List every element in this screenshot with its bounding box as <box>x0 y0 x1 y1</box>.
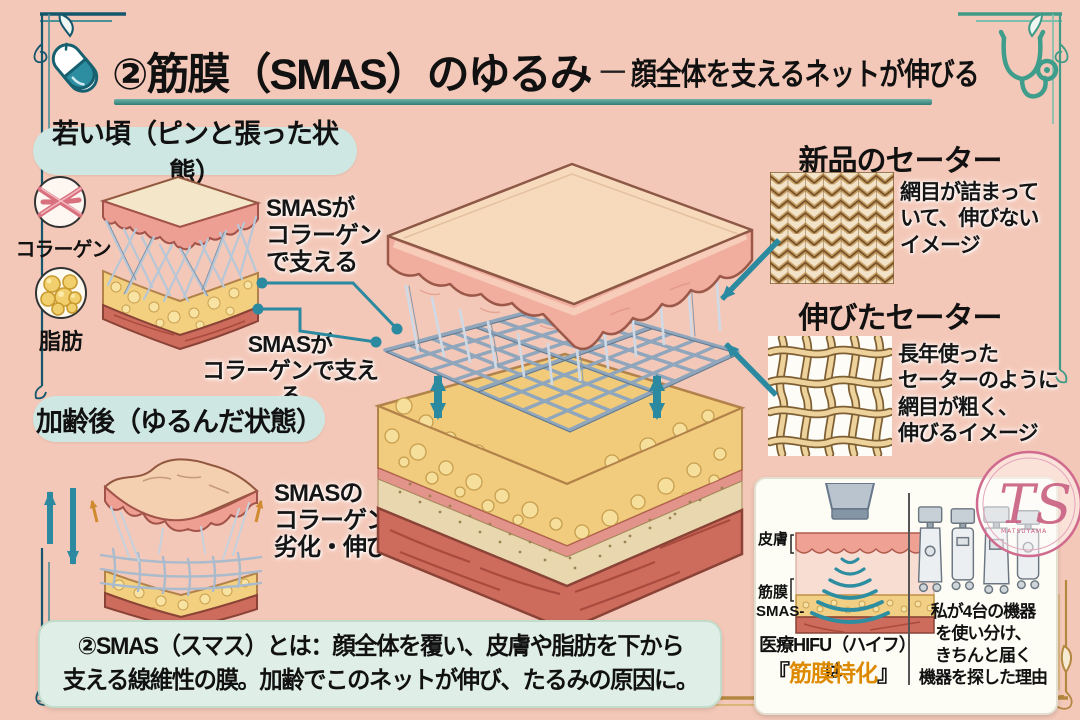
hifu-caption-line1: 医療HIFU（ハイフ）は <box>759 635 908 681</box>
hifu-label-fascia: 筋膜 <box>758 584 789 601</box>
corner-flourish-top-right <box>958 12 1069 384</box>
legend-fat-label: 脂肪 <box>38 329 83 354</box>
section-title-young: 若い頃（ピンと張った状態） <box>33 119 357 188</box>
clinic-logo: TS MATSUYAMA <box>975 450 1080 558</box>
sweater-new-desc: 網目が詰まって いて、伸びない イメージ <box>900 181 1039 257</box>
hifu-highlight: 筋膜特化 <box>789 660 878 686</box>
hifu-right-text: 私が4台の機器 を使い分け、 きちんと届く 機器を探した理由 <box>919 602 1048 688</box>
logo-name: MATSUYAMA <box>1001 528 1047 535</box>
pill-icon <box>51 42 99 93</box>
summary-note-text: ②SMAS（スマス）とは：顔全体を覆い、皮膚や脂肪を下から 支える線維性の膜。加… <box>62 633 698 694</box>
logo-initials: TS <box>999 473 1072 536</box>
aged-skin-block-illustration <box>99 458 263 629</box>
sweater-stretched-desc: 長年使った セーターのように 網目が粗く、 伸びるイメージ <box>898 343 1059 446</box>
young-skin-block-illustration <box>99 175 262 351</box>
hifu-caption-line2: 『筋膜特化』 <box>758 654 908 688</box>
title-underline <box>114 99 932 105</box>
title-dash: ─ <box>600 51 625 90</box>
legend-collagen-label: コラーゲン <box>15 239 112 261</box>
card-divider <box>908 493 910 685</box>
callout-smas-supports-top: SMASが コラーゲン で支える <box>266 195 382 276</box>
sweater-stretched-title: 伸びたセーター <box>798 302 1003 335</box>
collagen-icon <box>34 176 86 228</box>
quote-close: 』 <box>877 660 900 686</box>
central-skin-block-illustration <box>374 162 754 632</box>
page-title: ②筋膜（SMAS）のゆるみ ─ 顔全体を支えるネットが伸びる <box>112 40 1050 102</box>
hifu-device-illustration <box>790 483 935 634</box>
section-title-aged: 加齢後（ゆるんだ状態） <box>33 396 325 442</box>
stethoscope-icon <box>998 29 1059 99</box>
sweater-new-knit-image <box>770 172 894 284</box>
quote-open: 『 <box>767 660 790 686</box>
hifu-label-skin: 皮膚 <box>758 531 789 548</box>
summary-note-box: ②SMAS（スマス）とは：顔全体を覆い、皮膚や脂肪を下から 支える線維性の膜。加… <box>38 620 722 708</box>
title-main: ②筋膜（SMAS）のゆるみ <box>112 51 593 99</box>
title-subtitle: 顔全体を支えるネットが伸びる <box>630 56 980 92</box>
sweater-stretched-mesh-image <box>768 336 892 456</box>
fat-icon <box>35 267 87 319</box>
hifu-label-smas: SMAS- <box>756 603 805 620</box>
